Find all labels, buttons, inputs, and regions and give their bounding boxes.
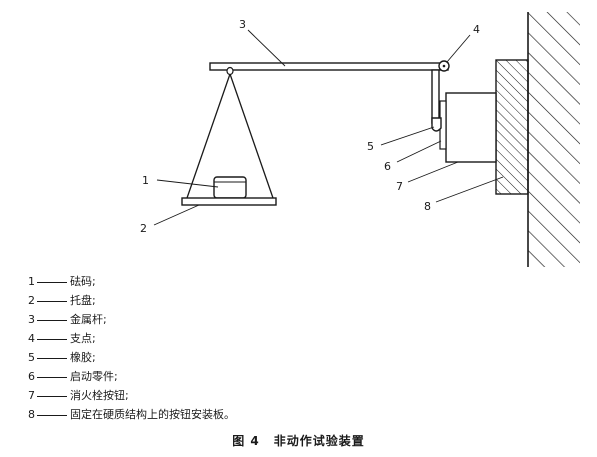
callout-7: 7	[396, 180, 403, 193]
legend-text: 启动零件;	[70, 370, 118, 383]
legend-number: 5	[28, 351, 35, 364]
callout-4: 4	[473, 23, 480, 36]
callout-5: 5	[367, 140, 374, 153]
legend-dash	[37, 414, 67, 416]
hanger	[186, 66, 274, 199]
pivot	[438, 60, 450, 72]
legend-list: 1 砝码; 2 托盘; 3 金属杆; 4 支点; 5 橡胶; 6 启动零件; 7 消火栓按钮;…	[28, 272, 588, 424]
legend-item: 2 托盘;	[28, 291, 588, 310]
wall	[527, 12, 580, 267]
legend-item: 7 消火栓按钮;	[28, 386, 588, 405]
weight	[213, 176, 247, 199]
leader-lines	[153, 29, 504, 226]
legend-number: 7	[28, 389, 35, 402]
legend-item: 1 砝码;	[28, 272, 588, 291]
legend-dash	[37, 357, 67, 359]
legend-number: 8	[28, 408, 35, 421]
callout-6: 6	[384, 160, 391, 173]
figure-title: 非动作试验装置	[273, 434, 365, 448]
legend-dash	[37, 281, 67, 283]
callout-2: 2	[140, 222, 147, 235]
legend-dash	[37, 319, 67, 321]
legend-number: 6	[28, 370, 35, 383]
legend-number: 4	[28, 332, 35, 345]
legend-text: 托盘;	[70, 294, 96, 307]
test-apparatus-diagram: 1 2 3 4 5 6 7 8	[140, 12, 580, 267]
hydrant-button	[445, 92, 497, 163]
tray	[181, 197, 277, 206]
legend-number: 2	[28, 294, 35, 307]
metal-rod	[209, 62, 449, 124]
legend-dash	[37, 338, 67, 340]
legend-item: 3 金属杆;	[28, 310, 588, 329]
legend-number: 1	[28, 275, 35, 288]
legend-dash	[37, 376, 67, 378]
legend-text: 消火栓按钮;	[70, 389, 129, 402]
rubber-pad	[431, 117, 442, 132]
legend-number: 3	[28, 313, 35, 326]
figure-caption: 图 4 非动作试验装置	[0, 432, 597, 449]
legend-item: 8 固定在硬质结构上的按钮安装板。	[28, 405, 588, 424]
callout-3: 3	[239, 18, 246, 31]
legend-text: 橡胶;	[70, 351, 96, 364]
legend-dash	[37, 395, 67, 397]
legend-text: 砝码;	[70, 275, 96, 288]
callout-1: 1	[142, 174, 149, 187]
legend-text: 金属杆;	[70, 313, 107, 326]
legend-item: 5 橡胶;	[28, 348, 588, 367]
legend-dash	[37, 300, 67, 302]
legend-item: 4 支点;	[28, 329, 588, 348]
legend-text: 固定在硬质结构上的按钮安装板。	[70, 408, 235, 421]
legend-text: 支点;	[70, 332, 96, 345]
callout-8: 8	[424, 200, 431, 213]
figure-number: 图 4	[232, 434, 260, 448]
legend-item: 6 启动零件;	[28, 367, 588, 386]
mounting-plate	[495, 59, 529, 195]
